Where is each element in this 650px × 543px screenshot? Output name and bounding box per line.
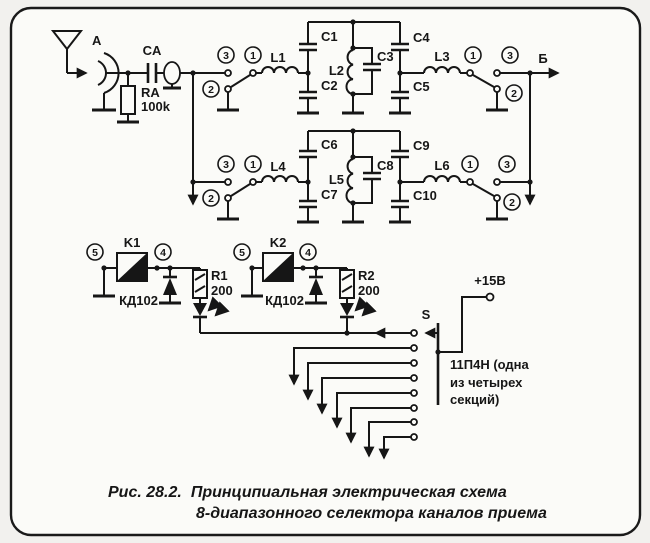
svg-text:КД102: КД102 [265,293,304,308]
feedthrough-icon [163,61,181,90]
pin-1-badge: 1 [461,155,479,173]
svg-text:C1: C1 [321,29,338,44]
pin-5-badge: 5 [233,243,251,261]
band1-output-switch: Б 1 3 2 [464,46,560,112]
svg-text:5: 5 [92,247,98,259]
pin-2-badge: 2 [202,80,220,98]
svg-text:C4: C4 [413,30,430,45]
svg-text:L4: L4 [270,159,286,174]
svg-text:C5: C5 [413,79,430,94]
pin-3-badge: 3 [217,46,235,64]
switch-label: S [422,307,431,322]
inductor-l3: L3 [400,49,467,74]
figure-caption: Рис. 28.2.Принципиальная электрическая с… [108,484,547,522]
pin-1-badge: 1 [244,155,262,173]
pin-1-badge: 1 [464,46,482,64]
resistor-ra: RA 100k [117,73,171,124]
svg-text:C10: C10 [413,188,437,203]
relay-k2: 5 4 K2 [233,235,347,298]
power-label: +15В [474,273,505,288]
switch-type-line1: 11П4Н (одна [450,357,530,372]
pin-4-badge: 4 [299,243,317,261]
power-supply: +15В [435,273,506,355]
pin-2-badge: 2 [505,84,523,102]
svg-text:1: 1 [250,159,256,171]
resistor-r1: R1 200 [192,268,233,299]
svg-text:L3: L3 [434,49,449,64]
svg-text:L5: L5 [329,172,344,187]
svg-text:2: 2 [208,193,214,205]
pin-3-badge: 3 [498,155,516,173]
resistor-r2: R2 200 [339,268,380,299]
inductor-l6: L6 [400,158,467,183]
inductor-l4: L4 [256,159,308,183]
svg-text:2: 2 [511,88,517,100]
figure-border [9,6,642,537]
svg-text:C7: C7 [321,187,338,202]
band2-output-switch: 1 3 2 [461,155,530,221]
svg-text:K1: K1 [124,235,141,250]
svg-text:C2: C2 [321,78,338,93]
ra-value: 100k [141,99,171,114]
relay-k1: 5 4 K1 [86,235,200,298]
led-2 [340,296,377,333]
pin-3-badge: 3 [501,46,519,64]
ca-label: CA [143,43,162,58]
pin-2-badge: 2 [503,193,521,211]
led-1 [193,296,230,333]
band2-input-switch: 3 1 2 [193,155,262,221]
svg-text:3: 3 [507,50,513,62]
svg-text:2: 2 [208,84,214,96]
svg-text:200: 200 [358,283,380,298]
svg-text:K2: K2 [270,235,287,250]
antenna-symbol: A [50,30,102,79]
pin-2-badge: 2 [202,189,220,207]
svg-text:4: 4 [305,247,311,259]
pin-4-badge: 4 [154,243,172,261]
svg-text:3: 3 [223,50,229,62]
inductor-l1: L1 [256,50,308,74]
capacitor-ca: CA [143,43,162,83]
switch-type-line2: из четырех [450,375,523,390]
svg-text:C8: C8 [377,158,394,173]
svg-text:C9: C9 [413,138,430,153]
pin-1-badge: 1 [244,46,262,64]
svg-text:КД102: КД102 [119,293,158,308]
svg-text:3: 3 [223,159,229,171]
svg-text:5: 5 [239,247,245,259]
svg-text:C6: C6 [321,137,338,152]
output-label: Б [538,51,547,66]
svg-text:200: 200 [211,283,233,298]
band1-filter: C1 C2 L2 C3 C4 C5 [297,19,430,115]
svg-text:4: 4 [160,247,166,259]
svg-text:1: 1 [467,159,473,171]
svg-text:C3: C3 [377,49,394,64]
svg-text:L6: L6 [434,158,449,173]
band1-input-switch: 3 1 2 [193,46,262,112]
switch-type-line3: секций) [450,392,499,407]
caption-line2: 8-диапазонного селектора каналов приема [196,505,547,522]
ra-label: RA [141,85,160,100]
diode-kd102-2: КД102 [265,268,327,308]
svg-text:2: 2 [509,197,515,209]
antenna-label: A [92,33,102,48]
caption-line1: Рис. 28.2.Принципиальная электрическая с… [108,484,507,501]
svg-text:R1: R1 [211,268,228,283]
svg-text:L2: L2 [329,63,344,78]
svg-text:1: 1 [470,50,476,62]
rotary-switch-s: S 11П4Н (одна из четырех секций) [288,307,530,460]
pin-5-badge: 5 [86,243,104,261]
band2-filter: C6 C7 L5 C8 C9 C10 [297,128,437,224]
svg-text:3: 3 [504,159,510,171]
diode-kd102-1: КД102 [119,268,181,308]
pin-3-badge: 3 [217,155,235,173]
svg-text:R2: R2 [358,268,375,283]
svg-text:L1: L1 [270,50,285,65]
relay-feed-wire [200,327,411,339]
svg-text:1: 1 [250,50,256,62]
